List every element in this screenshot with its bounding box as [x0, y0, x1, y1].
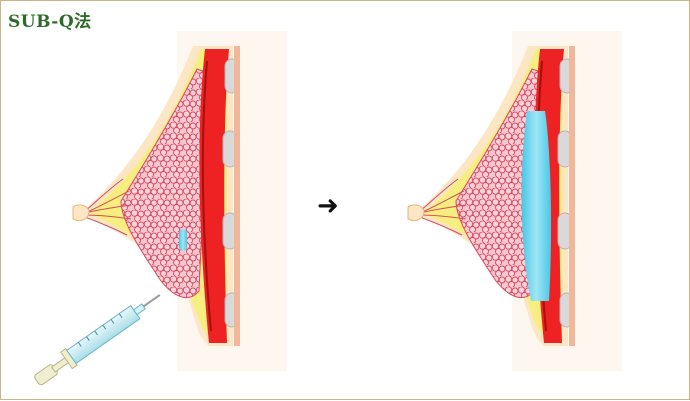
breast-cross-section [73, 31, 287, 371]
breast-cross-section [408, 31, 622, 371]
page-title: SUB-Q法 [8, 12, 92, 32]
arrow-icon: ➜ [317, 191, 339, 221]
before-panel [34, 31, 287, 386]
filler-large [521, 111, 552, 301]
filler-small [179, 229, 187, 251]
syringe-icon [34, 294, 161, 386]
after-panel [408, 31, 622, 371]
